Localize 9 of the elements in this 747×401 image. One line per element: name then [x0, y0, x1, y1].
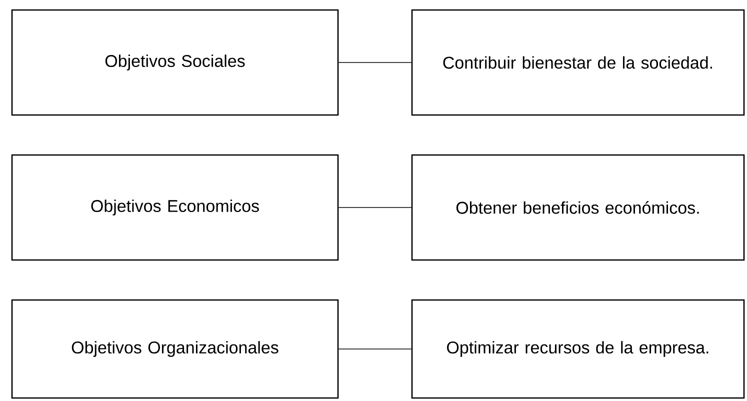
connector-line: [338, 348, 412, 350]
text-box: Objetivos Organizacionales: [11, 299, 339, 399]
text-box: Obtener beneficios económicos.: [411, 154, 745, 261]
text-box: Objetivos Economicos: [11, 154, 339, 261]
text-box: Contribuir bienestar de la sociedad.: [411, 9, 745, 116]
connector-line: [338, 62, 412, 63]
text-box: Optimizar recursos de la empresa.: [411, 299, 745, 399]
text-box: Objetivos Sociales: [11, 9, 339, 116]
connector-line: [338, 207, 412, 208]
